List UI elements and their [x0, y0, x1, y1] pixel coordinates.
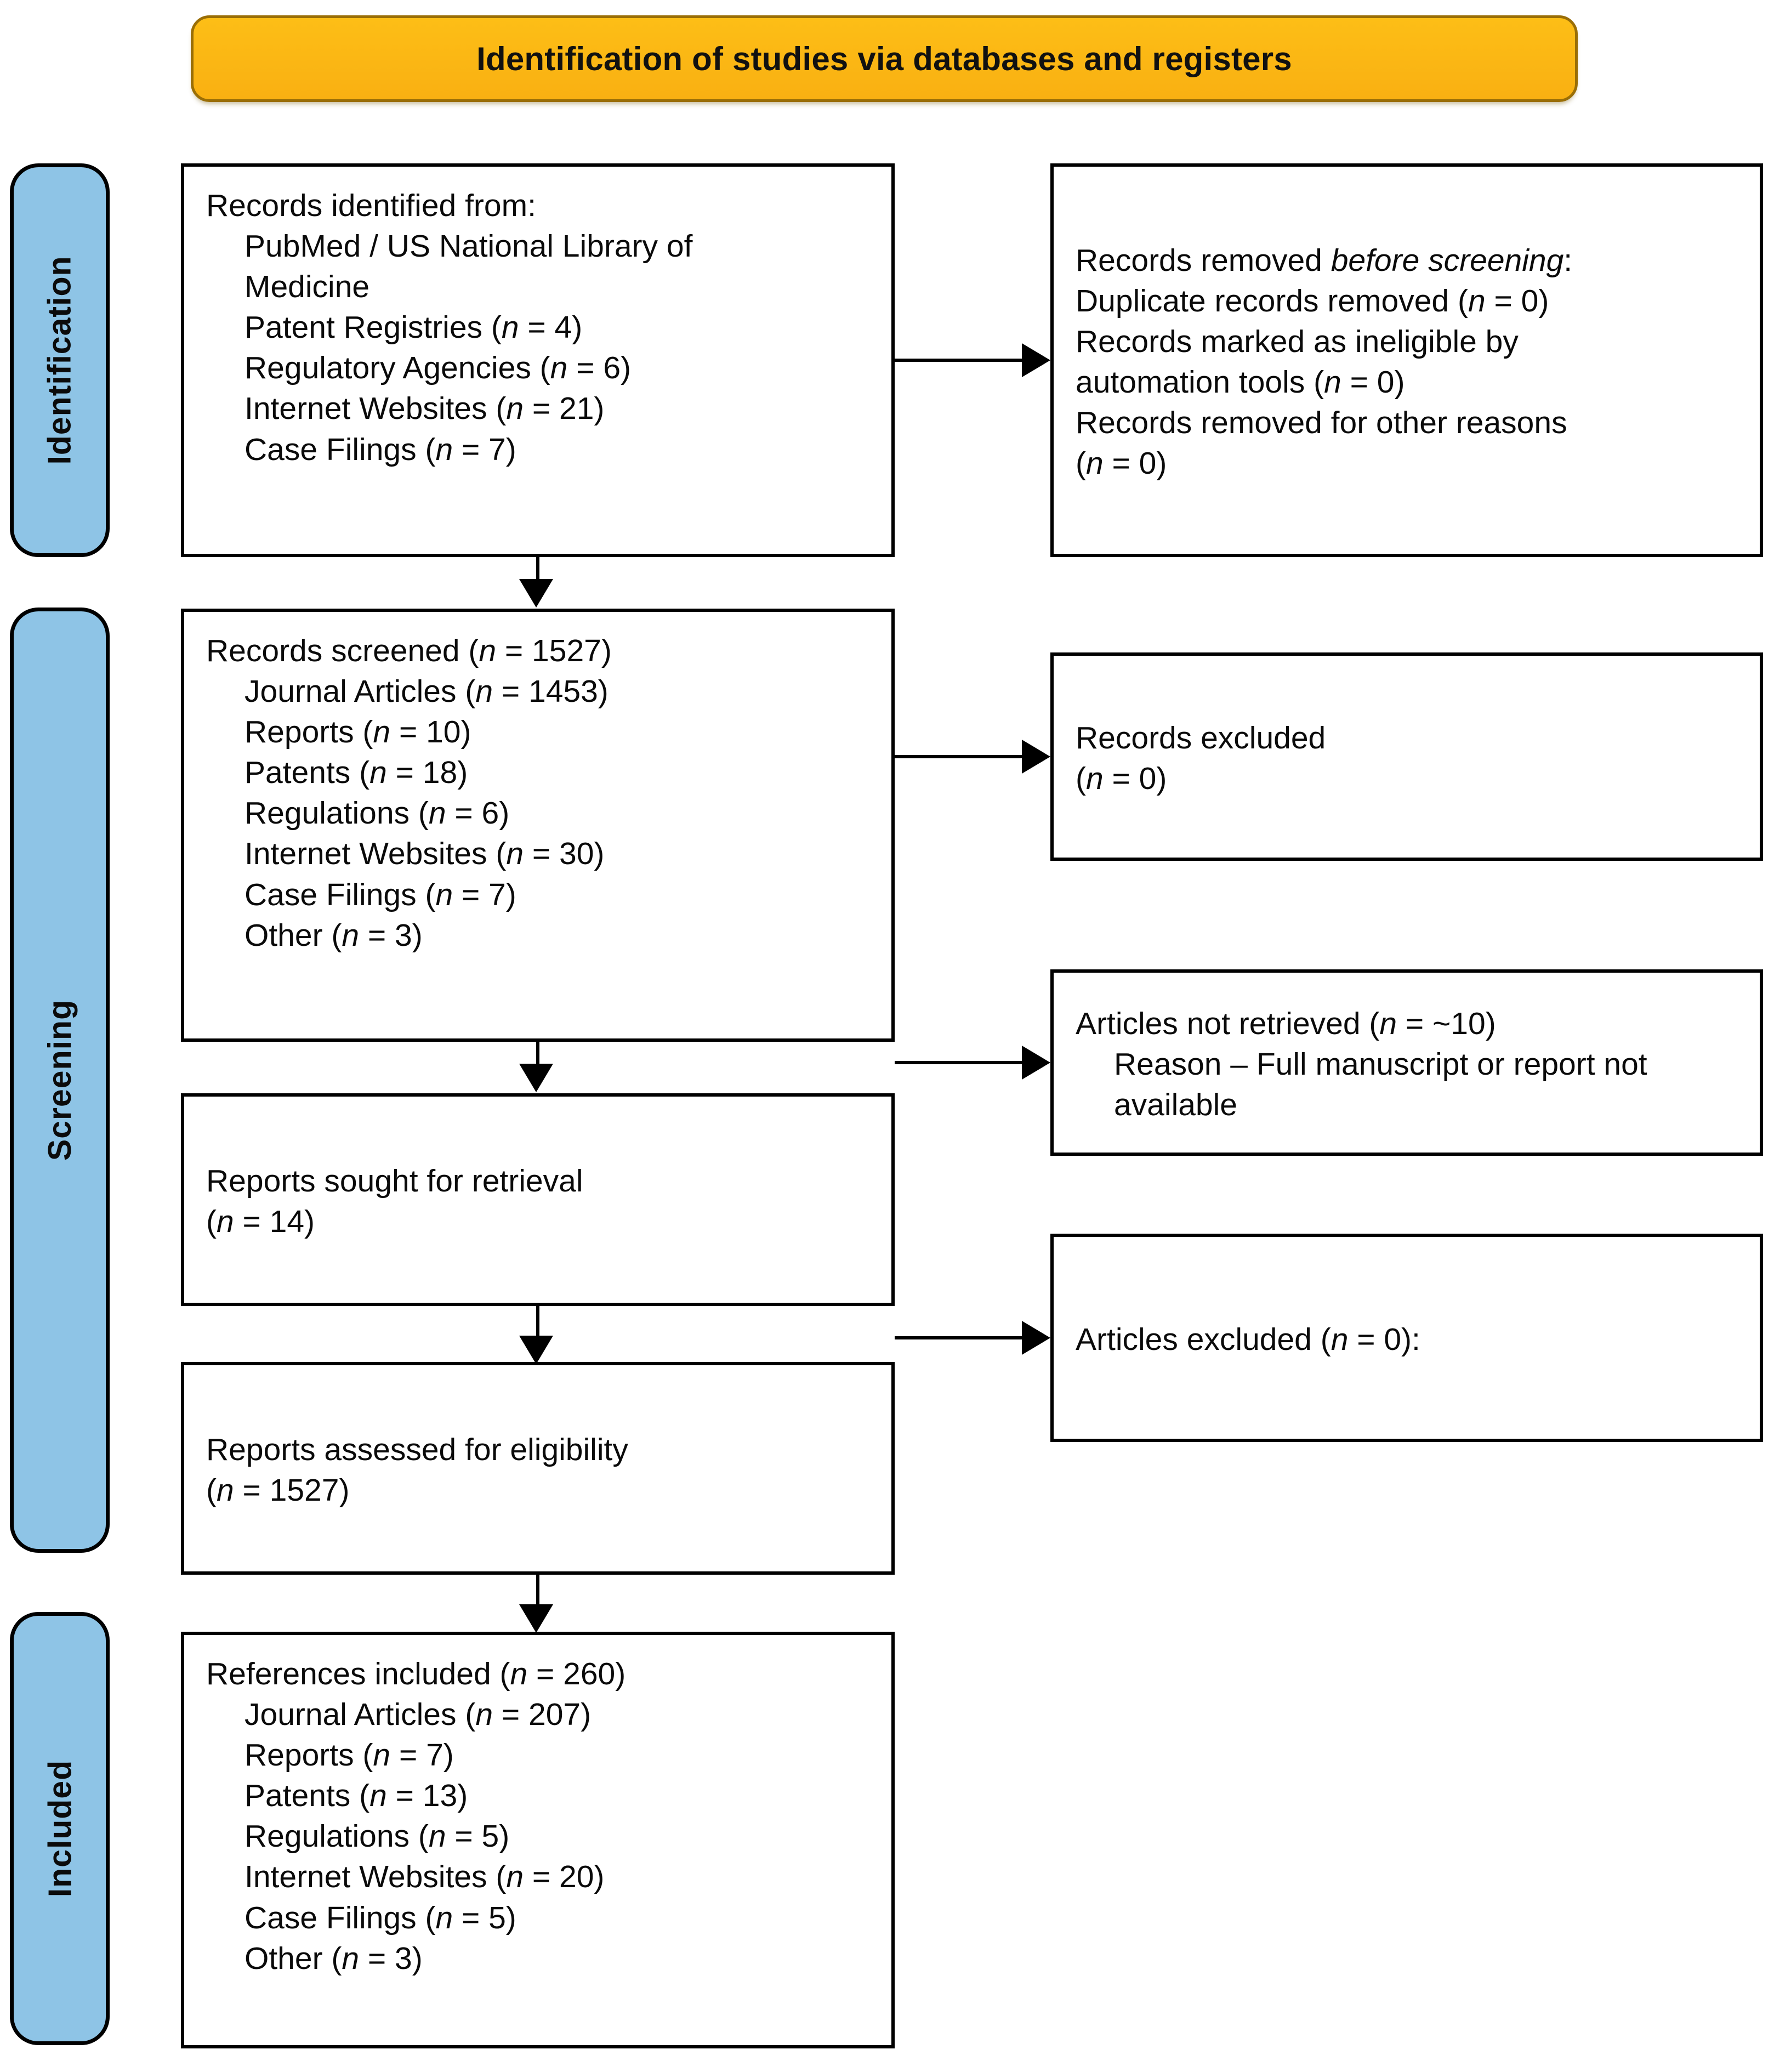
connector-identified-to-removed — [895, 359, 1022, 362]
records-removed-other-b: (n = 0) — [1076, 446, 1167, 481]
records-screened-journal-articles: Journal Articles (n = 1453) — [245, 674, 609, 709]
references-included-journal-articles: Journal Articles (n = 207) — [245, 1697, 592, 1733]
records-excluded-title: Records excluded — [1076, 720, 1326, 756]
records-screened-internet-websites: Internet Websites (n = 30) — [245, 836, 605, 872]
stage-tab-identification-label: Identification — [42, 256, 78, 465]
records-identified-source-4: Internet Websites (n = 21) — [245, 391, 605, 427]
box-references-included: References included (n = 260) Journal Ar… — [181, 1632, 895, 2048]
records-identified-title: Records identified from: — [206, 188, 536, 223]
records-removed-other-a: Records removed for other reasons — [1076, 405, 1567, 441]
stage-tab-included-label: Included — [42, 1759, 78, 1898]
records-screened-regulations: Regulations (n = 6) — [245, 796, 510, 831]
connector-sought-to-articles-excluded — [895, 1336, 1022, 1339]
box-records-screened: Records screened (n = 1527) Journal Arti… — [181, 609, 895, 1042]
records-identified-source-2: Patent Registries (n = 4) — [245, 310, 583, 345]
box-articles-excluded: Articles excluded (n = 0): — [1050, 1234, 1763, 1442]
reports-sought-title: Reports sought for retrieval — [206, 1163, 583, 1199]
header-title: Identification of studies via databases … — [476, 40, 1292, 77]
records-identified-source-5: Case Filings (n = 7) — [245, 432, 516, 467]
box-reports-sought: Reports sought for retrieval (n = 14) — [181, 1093, 895, 1306]
reports-assessed-count: (n = 1527) — [206, 1473, 350, 1508]
connector-screened-to-sought — [536, 1042, 539, 1066]
records-identified-source-1b: Medicine — [245, 269, 370, 305]
box-records-removed: Records removed before screening: Duplic… — [1050, 163, 1763, 557]
records-excluded-count: (n = 0) — [1076, 761, 1167, 796]
references-included-reports: Reports (n = 7) — [245, 1738, 454, 1773]
records-screened-reports: Reports (n = 10) — [245, 714, 471, 750]
stage-tab-screening-label: Screening — [42, 999, 78, 1161]
references-included-title: References included (n = 260) — [206, 1656, 626, 1691]
box-reports-assessed: Reports assessed for eligibility (n = 15… — [181, 1362, 895, 1575]
connector-to-articles-not-retrieved — [895, 1061, 1022, 1064]
arrowhead-screened-to-excluded — [1022, 740, 1050, 774]
references-included-case-filings: Case Filings (n = 5) — [245, 1900, 516, 1935]
references-included-internet-websites: Internet Websites (n = 20) — [245, 1859, 605, 1895]
references-included-other: Other (n = 3) — [245, 1940, 423, 1976]
records-removed-ineligible-b: automation tools (n = 0) — [1076, 365, 1405, 400]
box-records-excluded: Records excluded (n = 0) — [1050, 652, 1763, 861]
stage-tab-included: Included — [10, 1612, 110, 2045]
records-screened-title: Records screened (n = 1527) — [206, 633, 612, 668]
records-screened-patents: Patents (n = 18) — [245, 755, 468, 791]
stage-tab-screening: Screening — [10, 608, 110, 1553]
arrowhead-sought-to-articles-excluded — [1022, 1321, 1050, 1355]
reports-sought-count: (n = 14) — [206, 1204, 315, 1239]
header-banner: Identification of studies via databases … — [191, 15, 1578, 102]
arrowhead-sought-to-assessed — [519, 1336, 553, 1364]
records-identified-source-1a: PubMed / US National Library of — [245, 229, 693, 264]
connector-identified-to-screened — [536, 557, 539, 581]
connector-screened-to-excluded — [895, 755, 1022, 758]
articles-not-retrieved-reason: Reason – Full manuscript or report not a… — [1114, 1046, 1647, 1123]
records-screened-case-filings: Case Filings (n = 7) — [245, 877, 516, 912]
records-removed-ineligible-a: Records marked as ineligible by — [1076, 323, 1519, 359]
connector-sought-to-assessed — [536, 1306, 539, 1338]
stage-tab-identification: Identification — [10, 163, 110, 557]
records-removed-duplicates: Duplicate records removed (n = 0) — [1076, 283, 1549, 319]
references-included-regulations: Regulations (n = 5) — [245, 1819, 510, 1854]
arrowhead-assessed-to-included — [519, 1604, 553, 1633]
records-removed-title: Records removed before screening: — [1076, 242, 1573, 278]
articles-excluded-title: Articles excluded (n = 0): — [1076, 1321, 1420, 1357]
connector-assessed-to-included — [536, 1575, 539, 1606]
reports-assessed-title: Reports assessed for eligibility — [206, 1432, 628, 1467]
records-screened-other: Other (n = 3) — [245, 917, 423, 953]
references-included-patents: Patents (n = 13) — [245, 1778, 468, 1814]
records-identified-source-3: Regulatory Agencies (n = 6) — [245, 350, 632, 386]
arrowhead-screened-to-sought — [519, 1064, 553, 1092]
articles-not-retrieved-title: Articles not retrieved (n = ~10) — [1076, 1006, 1496, 1041]
arrowhead-identified-to-screened — [519, 579, 553, 608]
arrowhead-identified-to-removed — [1022, 343, 1050, 377]
box-records-identified: Records identified from: PubMed / US Nat… — [181, 163, 895, 557]
arrowhead-to-articles-not-retrieved — [1022, 1046, 1050, 1080]
box-articles-not-retrieved: Articles not retrieved (n = ~10) Reason … — [1050, 969, 1763, 1156]
